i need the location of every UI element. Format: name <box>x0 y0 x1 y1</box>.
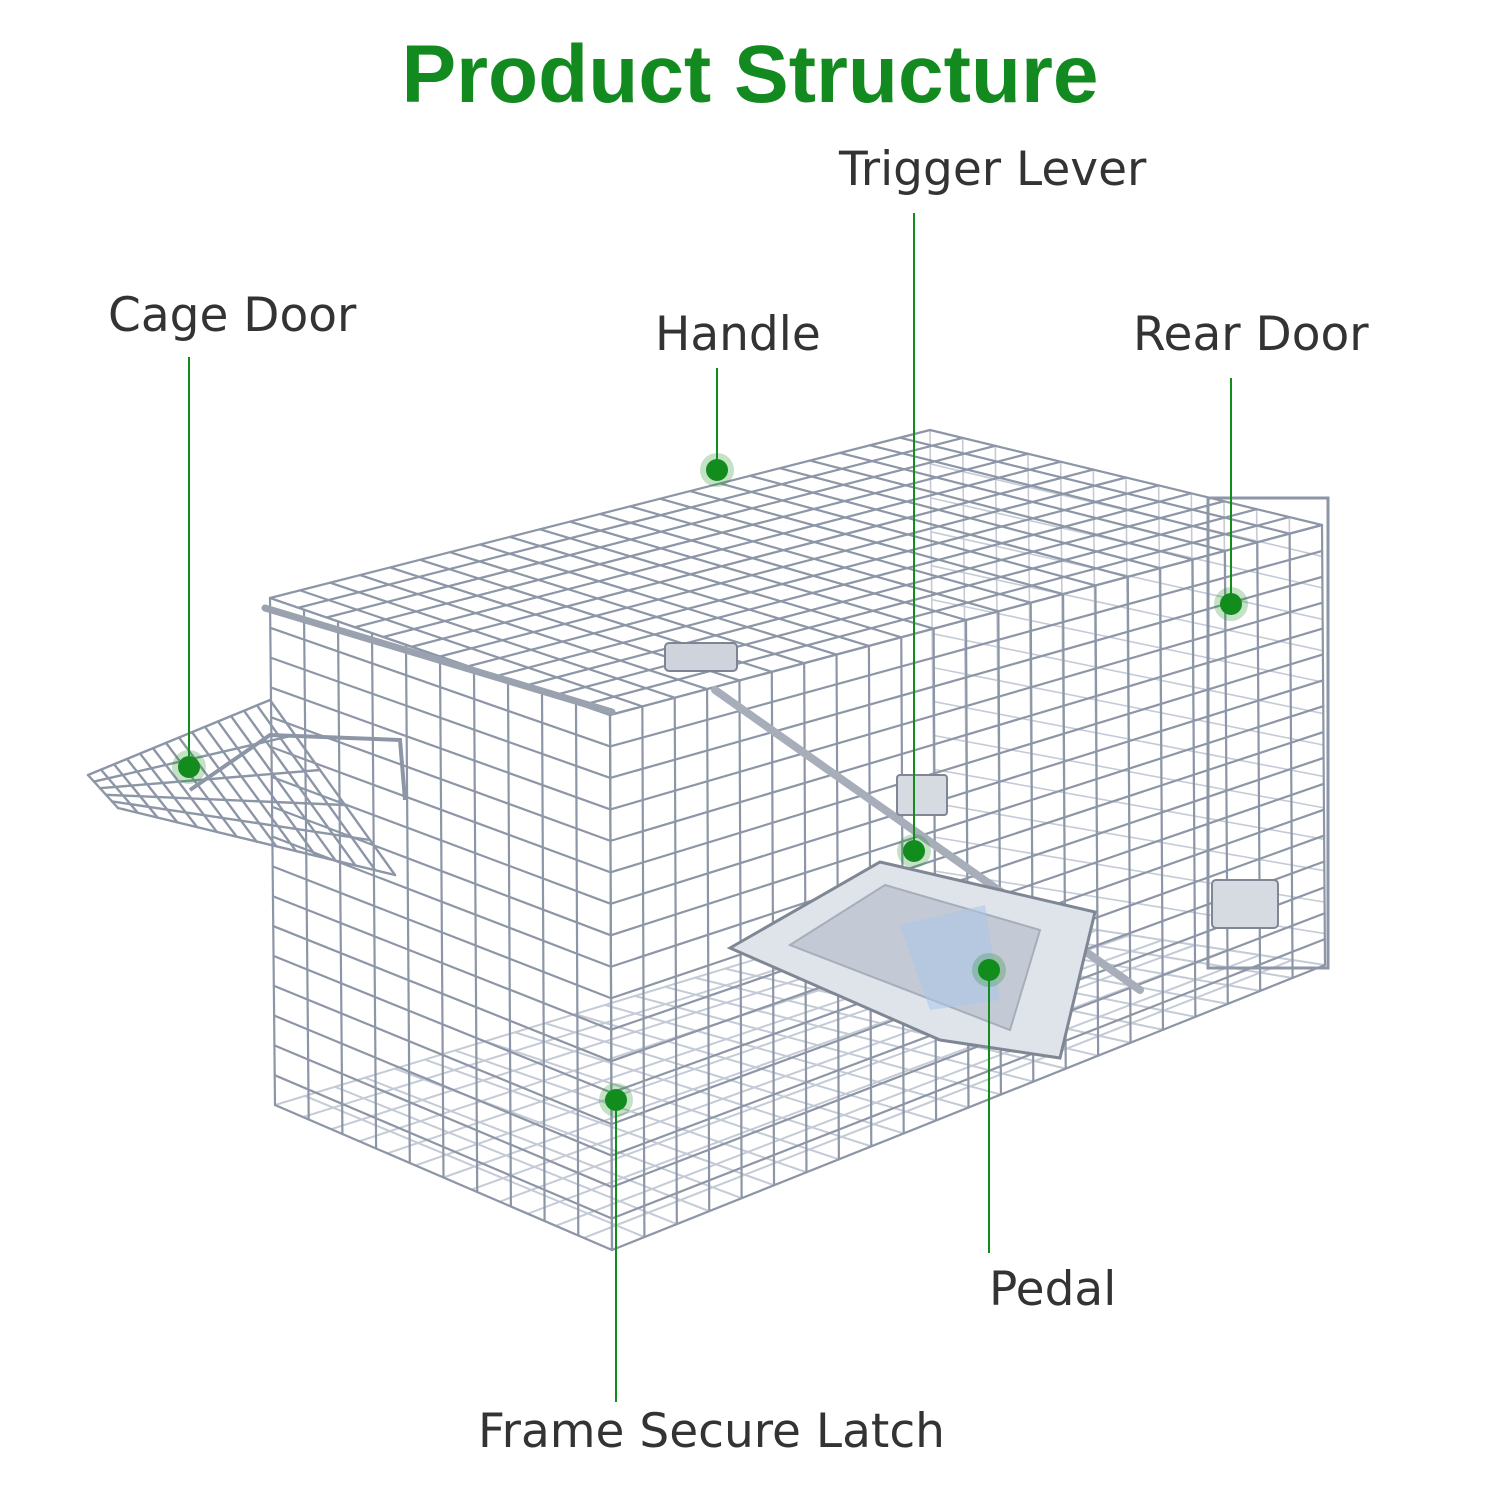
callout-dot-trigger-lever <box>903 840 925 862</box>
label-frame-secure-latch: Frame Secure Latch <box>478 1404 945 1459</box>
callout-dot-frame-secure-latch <box>605 1089 627 1111</box>
callout-dot-cage-door <box>178 756 200 778</box>
label-cage-door: Cage Door <box>108 288 357 343</box>
cage-door-hinge-bar <box>188 732 407 801</box>
cage-top-panel <box>268 428 1324 717</box>
callout-markers <box>172 213 1248 1402</box>
callout-dot-rear-door <box>1220 593 1242 615</box>
label-rear-door: Rear Door <box>1133 307 1369 362</box>
pedal-plate-reflection <box>900 905 1000 1010</box>
cage-door-flap <box>86 698 397 877</box>
page-title: Product Structure <box>401 29 1099 120</box>
handle-clip <box>664 642 738 672</box>
label-trigger-lever: Trigger Lever <box>839 142 1147 197</box>
label-handle: Handle <box>655 307 821 362</box>
rear-door-frame <box>1206 496 1330 970</box>
label-pedal: Pedal <box>989 1262 1117 1317</box>
cage-front-frame <box>268 596 614 1252</box>
cage-wire-mesh <box>86 428 1327 1252</box>
rear-door-latch-bracket <box>1211 879 1279 929</box>
callout-dot-handle <box>706 459 728 481</box>
cage-parts <box>188 496 1330 1060</box>
trigger-bracket <box>896 774 948 816</box>
callout-dot-pedal <box>978 959 1000 981</box>
door-rod <box>261 604 616 716</box>
